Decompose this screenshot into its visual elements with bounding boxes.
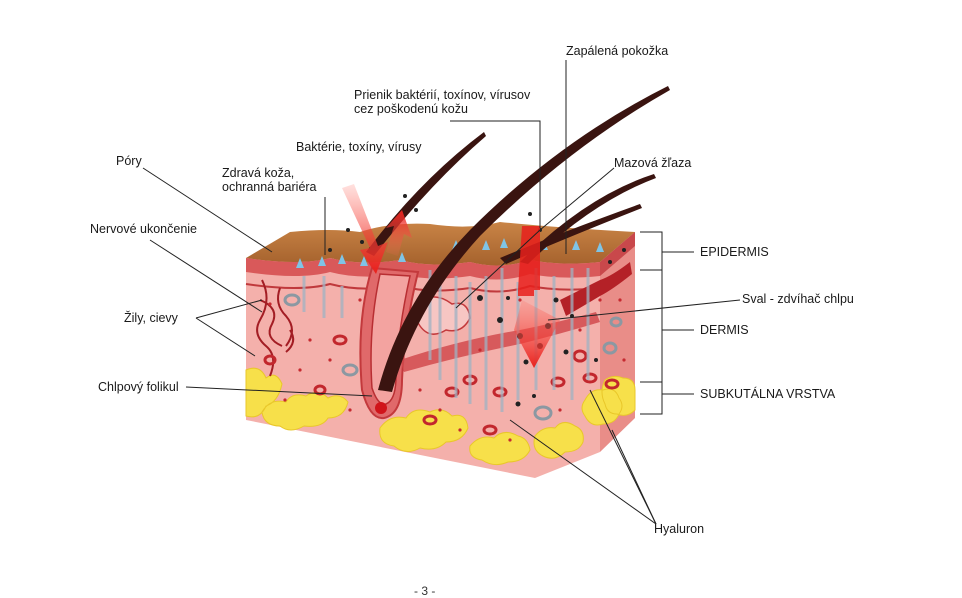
inflamed-tissue-band — [560, 262, 632, 316]
leader-pory — [142, 167, 273, 253]
red-arrows — [342, 184, 560, 368]
hair-bulb — [375, 402, 387, 414]
layer-bracket — [640, 231, 663, 415]
label-hyaluron: Hyaluron — [654, 522, 705, 536]
epidermis-side-edge — [600, 232, 635, 276]
label-prienik: Prienik baktérií, toxínov, vírusov cez p… — [354, 88, 531, 116]
leader-nervove — [149, 239, 263, 313]
label-nervove-ukoncenie: Nervové ukončenie — [90, 222, 198, 236]
label-zapalena-pokozka: Zapálená pokožka — [566, 44, 669, 58]
label-zdrava-koza: Zdravá koža, ochranná bariéra — [222, 166, 317, 194]
cell-ovals — [263, 293, 623, 436]
leader-zily-a — [195, 299, 263, 319]
red-speckles — [268, 298, 626, 442]
label-bakterie: Baktérie, toxíny, vírusy — [296, 140, 422, 154]
label-sval: Sval - zdvíhač chlpu — [742, 292, 854, 306]
label-mazova-zlaza: Mazová žľaza — [614, 156, 692, 170]
leader-hyaluron-c — [611, 429, 657, 525]
arrow-bacteria-blocked — [386, 210, 412, 256]
leader-hyaluron-a — [509, 419, 657, 525]
subcutaneous-fat-layer — [245, 367, 636, 466]
label-epidermis: EPIDERMIS — [700, 245, 769, 259]
page-number: - 3 - — [414, 584, 436, 598]
label-zily-cievy: Žily, cievy — [124, 311, 178, 325]
arrow-penetration-head — [514, 300, 560, 368]
dermis-layer — [246, 258, 600, 478]
label-dermis: DERMIS — [700, 323, 749, 337]
leader-zily-b — [195, 317, 256, 357]
label-chlpovy-folikul: Chlpový folikul — [98, 380, 179, 394]
epidermis-front-edge — [246, 258, 600, 280]
arrow-penetration — [518, 226, 540, 296]
arrow-bacteria-incoming — [342, 184, 388, 274]
leader-sval — [547, 299, 741, 321]
leader-mazova — [455, 167, 615, 309]
label-pory: Póry — [116, 154, 142, 168]
leader-prienik — [450, 120, 541, 228]
leader-folikul — [185, 386, 373, 397]
label-subkutalna: SUBKUTÁLNA VRSTVA — [700, 387, 836, 401]
skin-block — [245, 194, 636, 478]
callout-lines — [142, 60, 741, 525]
